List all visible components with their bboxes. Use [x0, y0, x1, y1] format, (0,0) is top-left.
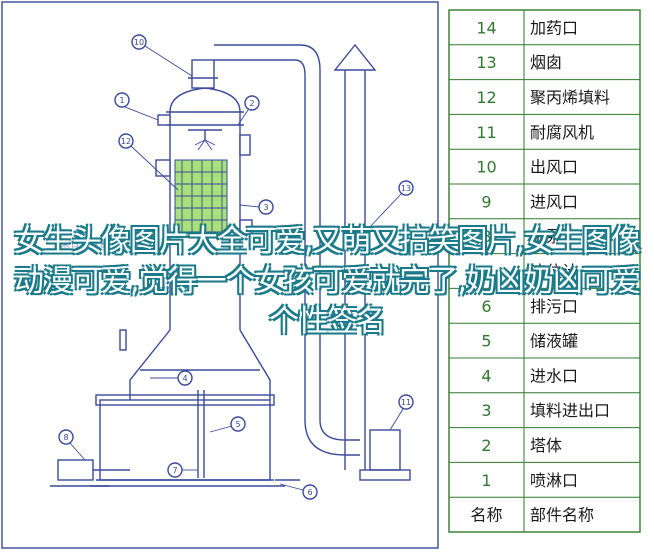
callout-7: 7 [167, 462, 198, 478]
table-cell-num: 4 [481, 366, 491, 385]
svg-text:10: 10 [134, 38, 144, 47]
svg-text:6: 6 [307, 488, 312, 497]
svg-text:11: 11 [401, 398, 411, 407]
drawing-frame [1, 1, 439, 549]
table-frame [448, 9, 641, 533]
callout-1: 1 [114, 92, 159, 121]
svg-text:8: 8 [63, 433, 68, 442]
callout-4: 4 [150, 370, 193, 386]
table-cell-num: 14 [476, 18, 496, 37]
table-cell-name: 进风口 [530, 192, 578, 211]
svg-text:4: 4 [182, 374, 187, 383]
callout-2: 2 [237, 95, 260, 126]
table-cell-name: 耐腐风机 [530, 123, 594, 142]
table-cell-num: 6 [481, 297, 491, 316]
table-cell-name: 烟囱 [530, 53, 562, 72]
table-cell-num: 2 [481, 436, 491, 455]
table-cell-name: 储液罐 [530, 332, 578, 351]
table-cell-name: 塔体 [530, 436, 562, 455]
table-header-num: 名称 [470, 506, 502, 525]
table-cell-name: 排污口 [530, 297, 578, 316]
svg-text:13: 13 [401, 184, 411, 193]
table-cell-num: 5 [481, 332, 491, 351]
tower-body [50, 43, 411, 487]
svg-text:3: 3 [263, 203, 268, 212]
callout-5: 5 [209, 416, 246, 433]
table-cell-num: 1 [481, 471, 491, 490]
table-cell-name: 出风口 [530, 158, 578, 177]
table-cell-num: 12 [476, 88, 496, 107]
callout-13: 13 [366, 180, 414, 231]
callout-3: 3 [239, 199, 274, 215]
svg-text:1: 1 [119, 96, 124, 105]
callout-11: 11 [389, 394, 414, 431]
table-cell-num: 7 [481, 262, 491, 281]
table-cell-num: 11 [476, 123, 496, 142]
table-cell-name: 水泵 [530, 227, 562, 246]
watermark: 某合达仪器设备有限公司 [60, 237, 170, 250]
table-cell-num: 13 [476, 53, 496, 72]
table-cell-name: 进水口 [530, 366, 578, 385]
table-cell-name: 液位计 [530, 262, 578, 281]
table-cell-name: 填料进出口 [530, 401, 610, 420]
table-cell-num: 8 [481, 227, 491, 246]
table-cell-num: 10 [476, 158, 496, 177]
svg-text:7: 7 [172, 466, 177, 475]
table-cell-name: 加药口 [530, 18, 578, 37]
callout-8: 8 [58, 429, 86, 461]
callout-12: 12 [118, 133, 179, 191]
svg-text:5: 5 [235, 420, 240, 429]
table-header-name: 部件名称 [530, 506, 594, 525]
callout-10: 10 [131, 34, 193, 77]
svg-text:2: 2 [249, 99, 254, 108]
table-cell-name: 喷淋口 [530, 471, 578, 490]
svg-text:12: 12 [121, 137, 131, 146]
table-cell-num: 3 [481, 401, 491, 420]
table-cell-num: 9 [481, 192, 491, 211]
table-cell-name: 聚丙烯填料 [530, 88, 610, 107]
callout-6: 6 [279, 483, 318, 500]
